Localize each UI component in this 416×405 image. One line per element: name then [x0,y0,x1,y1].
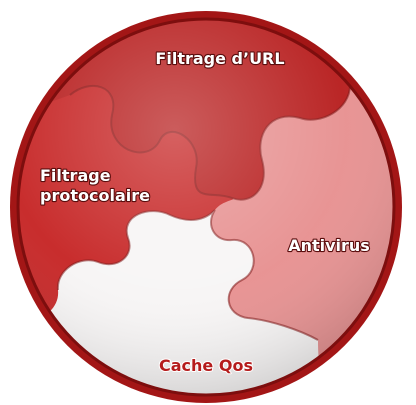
label-protocol: Filtrage protocolaire [40,166,150,205]
label-protocol-line2: protocolaire [40,186,150,205]
label-antivirus-line1: Antivirus [288,236,370,255]
label-protocol-line1: Filtrage [40,166,111,185]
label-url: Filtrage d’URL [155,49,284,68]
label-cache: Cache Qos [159,356,253,375]
label-cache-line1: Cache Qos [159,356,253,375]
inner-rim [16,17,396,397]
label-antivirus: Antivirus [288,236,370,255]
label-url-line1: Filtrage d’URL [155,49,284,68]
